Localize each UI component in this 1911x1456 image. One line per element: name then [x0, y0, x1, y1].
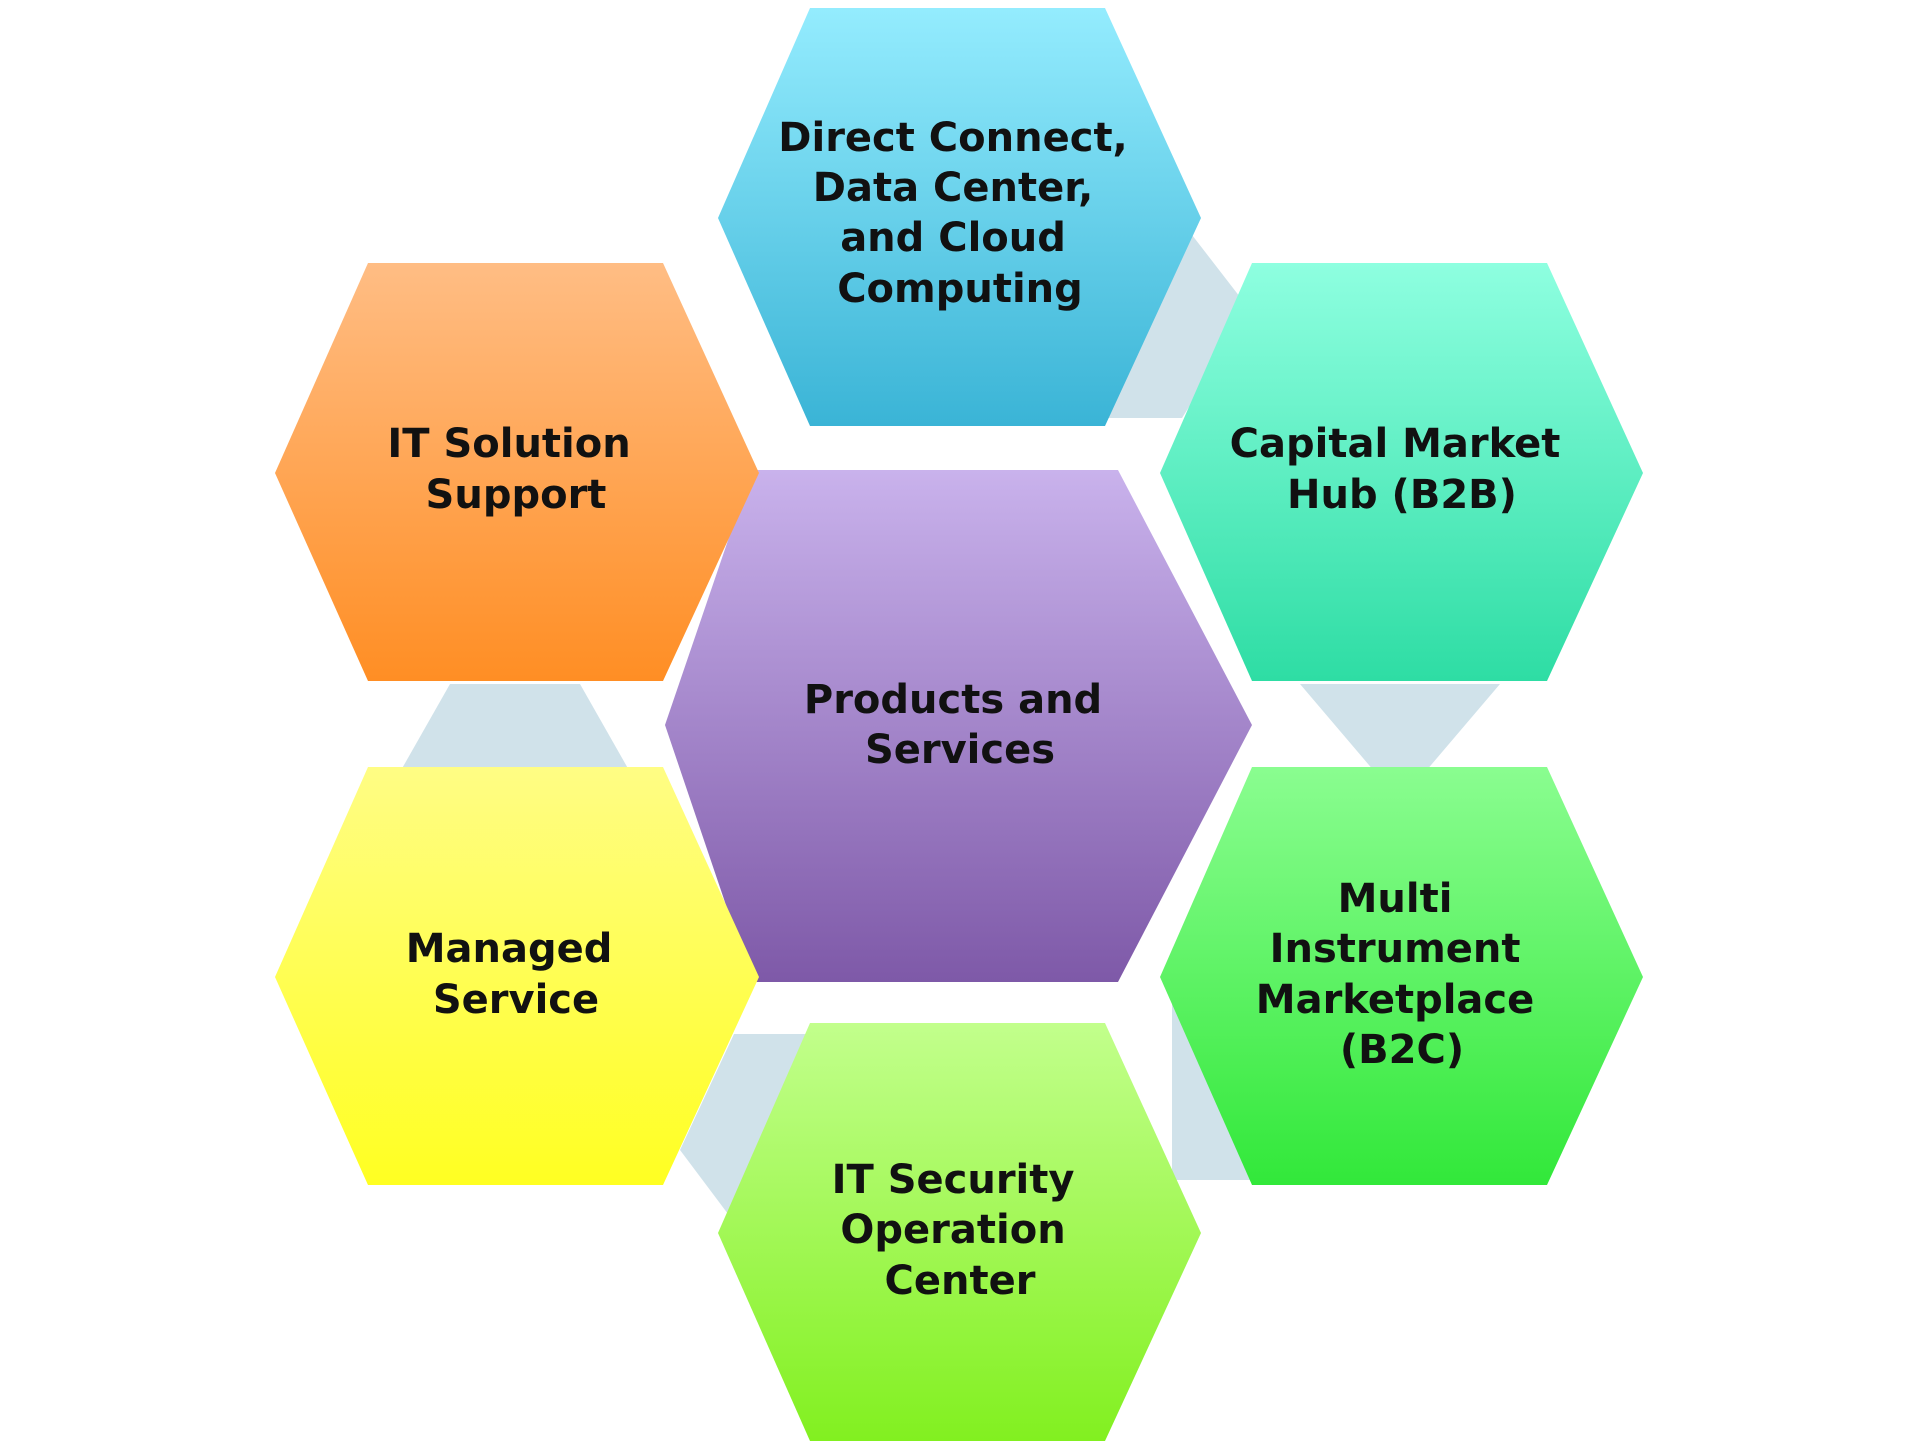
node-it-security: IT Security Operation Center: [718, 1023, 1201, 1441]
node-it-security-shape: [718, 1023, 1201, 1441]
node-capital-market-hub: Capital Market Hub (B2B): [1160, 263, 1643, 681]
center-hexagon: Products and Services: [665, 470, 1252, 982]
node-it-security-label: IT Security Operation Center: [832, 1157, 1089, 1304]
connector-left: [400, 684, 630, 772]
node-multi-instrument-shape: [1160, 767, 1643, 1185]
node-multi-instrument: Multi Instrument Marketplace (B2C): [1160, 767, 1643, 1185]
node-direct-connect-shape: [718, 8, 1201, 426]
node-managed-service-shape: [275, 767, 759, 1185]
node-capital-market-hub-shape: [1160, 263, 1643, 681]
connector-right: [1300, 684, 1500, 778]
node-managed-service: Managed Service: [275, 767, 759, 1185]
node-managed-service-label: Managed Service: [406, 926, 627, 1023]
node-capital-market-hub-label: Capital Market Hub (B2B): [1230, 421, 1575, 518]
node-direct-connect: Direct Connect, Data Center, and Cloud C…: [718, 8, 1201, 426]
center-hexagon-shape: [665, 470, 1252, 982]
node-it-solution-support-shape: [275, 263, 759, 681]
node-multi-instrument-label: Multi Instrument Marketplace (B2C): [1256, 876, 1548, 1073]
node-direct-connect-label: Direct Connect, Data Center, and Cloud C…: [778, 115, 1141, 312]
node-it-solution-support: IT Solution Support: [275, 263, 759, 681]
node-it-solution-support-label: IT Solution Support: [387, 421, 644, 518]
center-label: Products and Services: [804, 677, 1116, 773]
